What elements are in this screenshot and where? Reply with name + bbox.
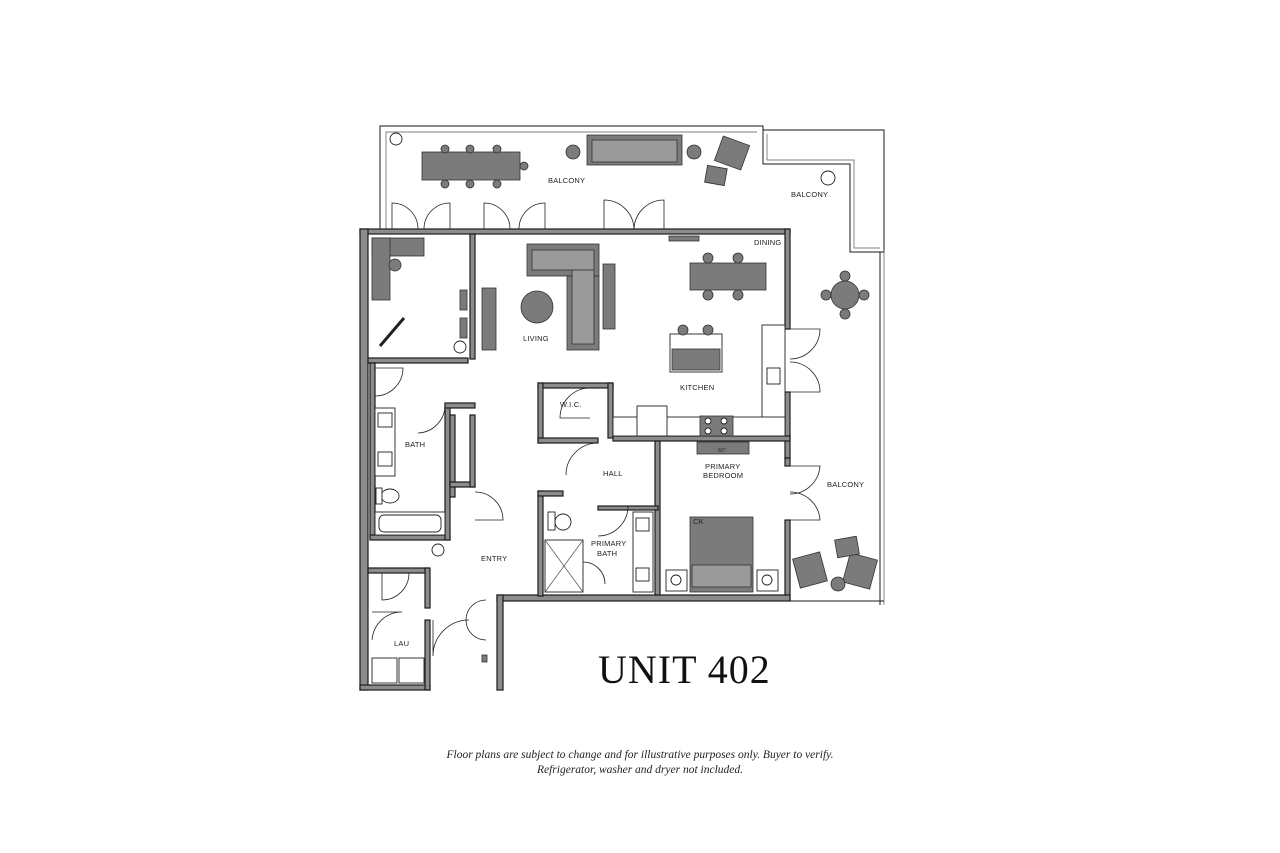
label-entry: ENTRY <box>481 554 507 563</box>
label-tv: 60" <box>718 448 726 454</box>
living-furniture <box>481 235 700 351</box>
bath-fixtures <box>374 367 446 536</box>
exterior-walls <box>359 228 791 691</box>
laundry-fixtures <box>371 599 488 684</box>
label-primary-bedroom-2: BEDROOM <box>703 471 743 480</box>
label-living: LIVING <box>523 334 549 343</box>
plant-icon <box>389 132 836 557</box>
balcony-sofa <box>565 134 751 187</box>
balcony-doors <box>391 199 665 230</box>
label-primary-bath-2: BATH <box>597 549 617 558</box>
label-laundry: LAU <box>394 639 409 648</box>
label-bath: BATH <box>405 440 425 449</box>
kitchen-island <box>669 324 723 373</box>
office-furniture <box>371 237 468 347</box>
label-dining: DINING <box>754 238 781 247</box>
interior-doors <box>381 387 629 657</box>
label-wic: W.I.C. <box>560 400 582 409</box>
dining-set <box>689 252 767 301</box>
label-closet: CK <box>693 517 704 526</box>
kitchen-counters <box>612 324 786 437</box>
unit-title: UNIT 402 <box>598 647 771 692</box>
east-doors <box>789 328 821 521</box>
label-primary-bath-1: PRIMARY <box>591 539 626 548</box>
primary-bath-fixtures <box>544 511 654 593</box>
bedroom-furniture <box>665 441 779 593</box>
label-balcony-north: BALCONY <box>548 176 585 185</box>
balcony-dining-set <box>421 144 529 189</box>
label-kitchen: KITCHEN <box>680 383 714 392</box>
disclaimer-line-1: Floor plans are subject to change and fo… <box>446 749 834 761</box>
lounge-chairs <box>792 535 878 592</box>
label-balcony-corner: BALCONY <box>791 190 828 199</box>
disclaimer-line-2: Refrigerator, washer and dryer not inclu… <box>536 764 744 776</box>
label-primary-bedroom-1: PRIMARY <box>705 462 740 471</box>
balcony-outline <box>379 125 885 605</box>
label-hall: HALL <box>603 469 623 478</box>
round-table-set <box>820 270 870 320</box>
room-labels: BALCONY BALCONY DINING LIVING KITCHEN W.… <box>394 176 864 648</box>
label-balcony-east: BALCONY <box>827 480 864 489</box>
